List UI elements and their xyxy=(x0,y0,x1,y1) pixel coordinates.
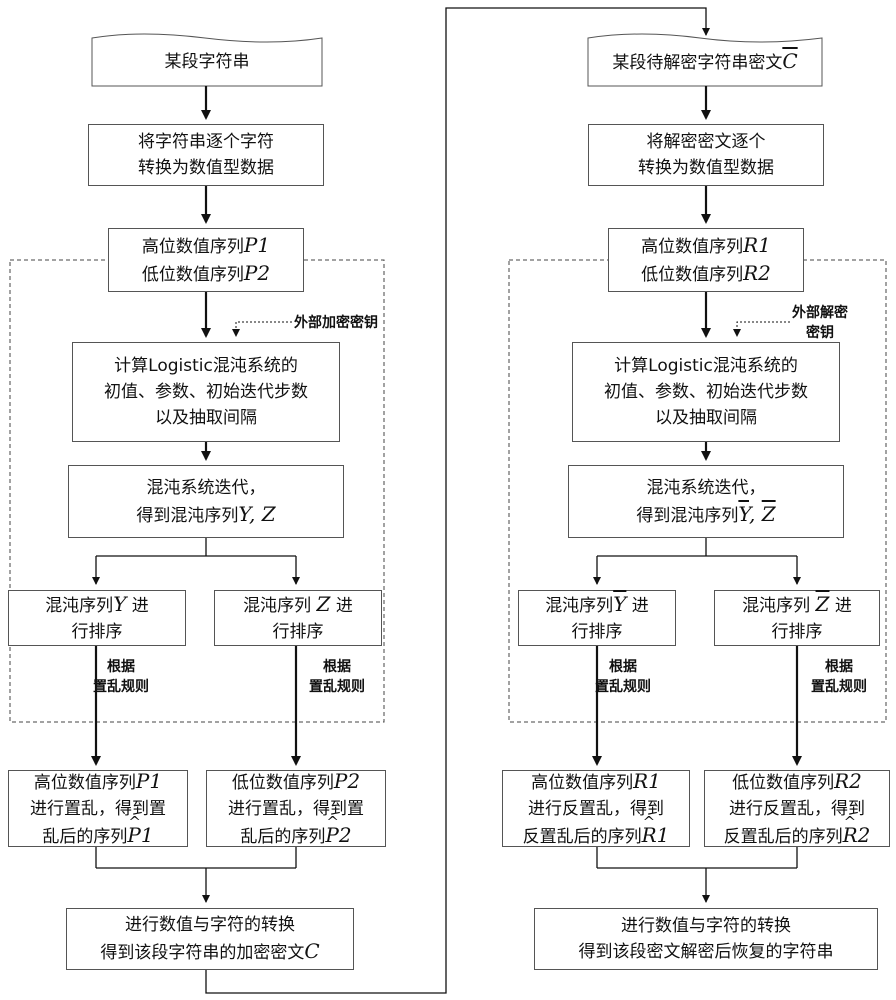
right-start-shape xyxy=(587,33,823,87)
right-sort-y-box: 混沌序列Y 进 行排序 xyxy=(518,590,676,646)
left-iterate-box: 混沌系统迭代， 得到混沌序列Y, Z xyxy=(68,465,344,538)
right-scramble-low-box: 低位数值序列R2 进行反置乱，得到 反置乱后的序列R2 xyxy=(704,769,890,847)
left-low-seq: 低位数值序列P2 xyxy=(141,261,271,285)
right-key-label: 外部解密密钥 xyxy=(792,305,848,341)
left-rule-label-z: 根据置乱规则 xyxy=(309,659,365,695)
left-convert-line2: 转换为数值型数据 xyxy=(138,158,274,178)
left-scramble-low-box: 低位数值序列P2 进行置乱，得到置 乱后的序列P2 xyxy=(206,769,386,847)
right-convert-box: 将解密密文逐个 转换为数值型数据 xyxy=(588,124,824,186)
right-iterate-box: 混沌系统迭代， 得到混沌序列Y, Z xyxy=(568,465,844,538)
left-dashed-group xyxy=(9,259,385,723)
left-high-seq: 高位数值序列P1 xyxy=(141,233,271,257)
left-iterate-result: 得到混沌序列Y, Z xyxy=(136,501,276,526)
left-convert-box: 将字符串逐个字符 转换为数值型数据 xyxy=(88,124,324,186)
left-convert-line1: 将字符串逐个字符 xyxy=(138,132,274,152)
left-sort-y-box: 混沌序列Y 进 行排序 xyxy=(8,590,186,646)
left-rule-label-y: 根据置乱规则 xyxy=(93,659,149,695)
right-final-box: 进行数值与字符的转换 得到该段密文解密后恢复的字符串 xyxy=(534,908,878,970)
right-rule-label-y: 根据置乱规则 xyxy=(595,659,651,695)
left-start-box: 某段字符串 xyxy=(92,38,322,86)
right-start-box: 某段待解密字符串密文C xyxy=(612,49,798,73)
right-compute-box: 计算Logistic混沌系统的 初值、参数、初始迭代步数 以及抽取间隔 xyxy=(572,342,840,442)
right-split-box: 高位数值序列R1 低位数值序列R2 xyxy=(608,228,804,292)
left-final-box: 进行数值与字符的转换 得到该段字符串的加密密文C xyxy=(66,908,354,970)
right-rule-label-z: 根据置乱规则 xyxy=(811,659,867,695)
left-scramble-high-box: 高位数值序列P1 进行置乱，得到置 乱后的序列P1 xyxy=(8,769,188,847)
left-start-shape xyxy=(91,33,323,87)
left-start-label: 某段字符串 xyxy=(164,52,250,72)
right-sort-z-box: 混沌序列 Z 进 行排序 xyxy=(714,590,880,646)
right-scramble-high-box: 高位数值序列R1 进行反置乱，得到 反置乱后的序列R1 xyxy=(502,769,690,847)
left-sort-z-box: 混沌序列 Z 进 行排序 xyxy=(214,590,382,646)
left-key-label: 外部加密密钥 xyxy=(294,315,378,331)
left-compute-box: 计算Logistic混沌系统的 初值、参数、初始迭代步数 以及抽取间隔 xyxy=(72,342,340,442)
left-split-box: 高位数值序列P1 低位数值序列P2 xyxy=(108,228,304,292)
